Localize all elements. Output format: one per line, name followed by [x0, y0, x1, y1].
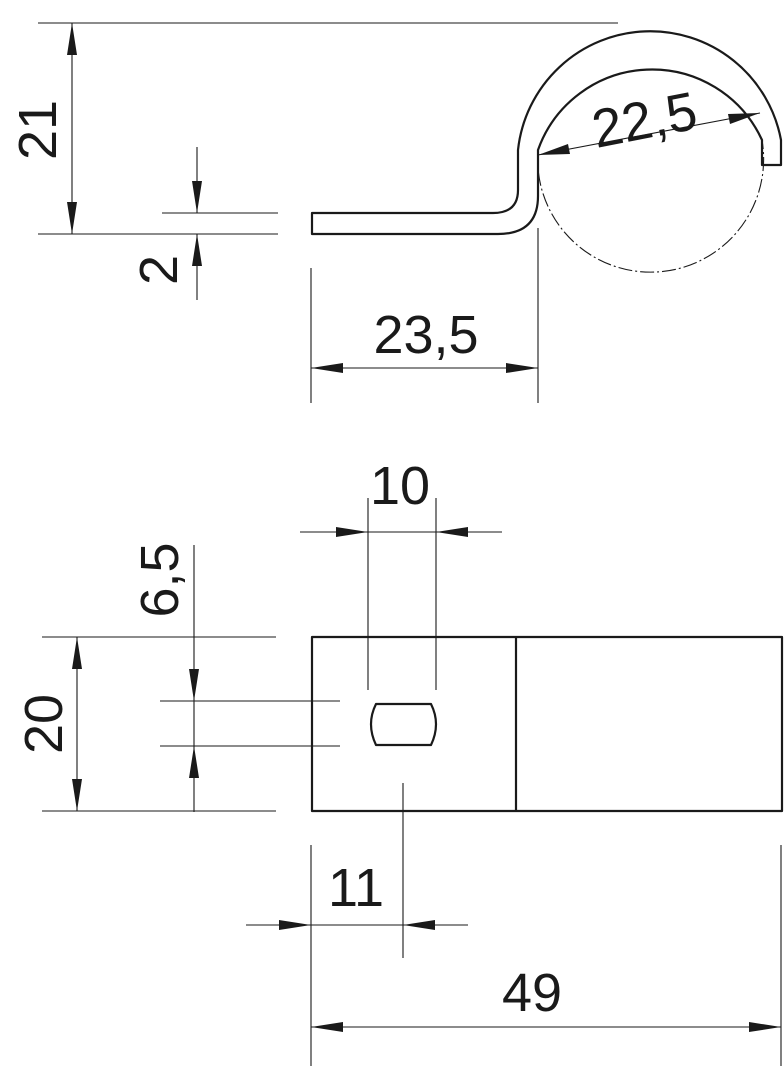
slot	[369, 702, 438, 747]
dim-line-22-5	[537, 112, 761, 156]
arrow-23-5-right	[506, 363, 538, 373]
clamp-profile	[310, 30, 783, 236]
arrow-22-5-left	[538, 144, 570, 155]
top-view: 10 6,5 20 11 49	[14, 456, 784, 1066]
arrow-22-5-right	[728, 113, 760, 124]
dim-label-22-5: 22,5	[587, 81, 702, 160]
dim-label-10: 10	[370, 456, 430, 516]
arrow-10-right	[436, 527, 468, 537]
dim-label-11: 11	[328, 858, 384, 918]
arrow-49-left	[311, 1022, 343, 1032]
dim-label-23-5: 23,5	[373, 305, 478, 365]
arrow-11-left	[279, 920, 311, 930]
arrow-20-top	[72, 637, 82, 669]
arrow-21-bottom	[67, 202, 77, 234]
arrow-20-bottom	[72, 779, 82, 811]
side-view: 21 2 23,5 22,5	[8, 22, 783, 403]
dim-label-49: 49	[502, 963, 562, 1023]
dim-label-20: 20	[14, 694, 74, 754]
inner-diameter-circle	[537, 139, 765, 273]
arrow-11-right	[403, 920, 435, 930]
arrow-21-top	[67, 23, 77, 55]
arrow-6-5-top	[189, 669, 199, 701]
dim-label-21: 21	[8, 100, 68, 160]
arrow-23-5-left	[311, 363, 343, 373]
arrow-49-right	[749, 1022, 781, 1032]
arrow-10-left	[336, 527, 368, 537]
arrow-2-bottom	[192, 234, 202, 266]
dim-label-2: 2	[129, 255, 189, 285]
arrow-2-top	[192, 181, 202, 213]
strip-outline	[310, 635, 784, 813]
arrow-6-5-bottom	[189, 746, 199, 778]
dim-label-6-5: 6,5	[130, 542, 190, 617]
